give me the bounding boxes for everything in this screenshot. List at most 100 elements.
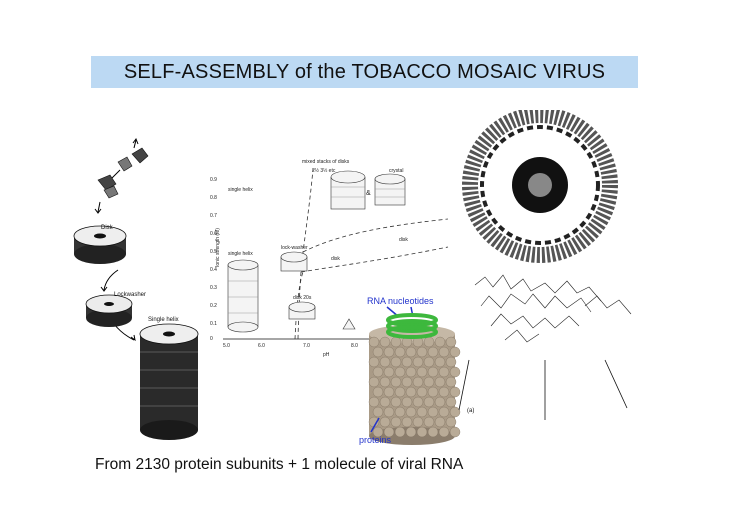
protein-subunit-bead — [394, 406, 406, 418]
leader-lines — [458, 359, 628, 420]
protein-subunit-bead — [427, 386, 439, 398]
protein-subunit-bead — [401, 356, 413, 368]
protein-subunit-bead — [416, 386, 428, 398]
y-tick-label: 0 — [210, 336, 213, 342]
protein-subunit-bead — [394, 346, 406, 358]
protein-subunit-bead — [449, 346, 461, 358]
protein-subunit-bead — [445, 336, 457, 348]
protein-subunit-bead — [383, 346, 395, 358]
protein-subunit-bead — [427, 426, 439, 438]
protein-subunit-bead — [405, 406, 417, 418]
protein-subunit-bead — [390, 416, 402, 428]
protein-subunit-bead — [383, 406, 395, 418]
x-tick-label: 7.0 — [303, 343, 310, 349]
disk-drawing — [73, 225, 127, 264]
rna-helix — [386, 313, 438, 339]
protein-subunit-bead — [445, 396, 457, 408]
protein-subunit-bead — [423, 336, 435, 348]
region-label: disk — [399, 237, 408, 243]
region-label: lock-washer — [281, 245, 308, 251]
y-tick-label: 0.2 — [210, 303, 217, 309]
protein-subunit-bead — [401, 396, 413, 408]
protein-subunit-bead — [416, 366, 428, 378]
protein-subunit-bead — [416, 346, 428, 358]
region-label: single helix — [228, 187, 253, 193]
virus-rod-model: RNA nucleotides proteins — [359, 296, 461, 445]
phase-structure-stripes — [228, 186, 405, 314]
protein-subunit-bead — [438, 366, 450, 378]
protein-subunit-bead — [434, 376, 446, 388]
label-ampersand: & — [366, 190, 371, 197]
lockwasher-drawing — [85, 294, 133, 327]
protein-subunit-bead — [390, 356, 402, 368]
protein-subunit-bead — [423, 376, 435, 388]
protein-subunit-bead — [383, 366, 395, 378]
protein-subunit-bead — [449, 426, 461, 438]
label-single-helix: Single helix — [148, 317, 179, 323]
protein-subunit-bead — [372, 406, 384, 418]
protein-subunit-bead — [368, 356, 380, 368]
protein-subunit-bead — [394, 386, 406, 398]
protein-subunit-bead — [401, 376, 413, 388]
x-axis-label: pH — [323, 352, 330, 357]
label-disk: Disk — [101, 225, 114, 231]
protein-subunit-bead — [379, 396, 391, 408]
protein-subunit-bead — [390, 336, 402, 348]
assembly-sequence-figure: Disk Lockwasher Single helix — [73, 137, 199, 440]
protein-subunit-beads — [368, 336, 461, 438]
single-helix-drawing — [139, 323, 199, 440]
protein-subunit-bead — [368, 396, 380, 408]
x-tick-label: 5.0 — [223, 343, 230, 349]
protein-subunit-bead — [390, 376, 402, 388]
y-tick-label: 0.9 — [210, 177, 217, 183]
protein-subunit-bead — [423, 396, 435, 408]
assembly-arrows — [94, 137, 139, 342]
protein-subunit-bead — [401, 416, 413, 428]
y-tick-label: 0.3 — [210, 285, 217, 291]
protein-subunit-bead — [368, 336, 380, 348]
protein-subunit-bead — [379, 336, 391, 348]
protein-subunit-bead — [412, 416, 424, 428]
region-label: single helix — [228, 251, 253, 257]
y-axis-label: Ionic strength (M) — [215, 228, 221, 267]
protein-subunit-bead — [372, 346, 384, 358]
protein-subunit-bead — [438, 386, 450, 398]
protein-subunit-bead — [423, 356, 435, 368]
label-lockwasher: Lockwasher — [114, 292, 146, 298]
protein-subunit-bead — [434, 396, 446, 408]
protein-subunit-bead — [383, 426, 395, 438]
y-tick-label: 0.8 — [210, 195, 217, 201]
protein-subunit-bead — [372, 366, 384, 378]
protein-subunit-bead — [372, 386, 384, 398]
protein-subunit-bead — [412, 376, 424, 388]
protein-subunit-bead — [434, 356, 446, 368]
protein-subunit-bead — [405, 366, 417, 378]
protein-subunit-bead — [379, 416, 391, 428]
protein-subunit-bead — [449, 386, 461, 398]
protein-subunit-bead — [379, 376, 391, 388]
label-mixed-stacks-sub: 2½ 3½ etc — [312, 167, 336, 174]
protein-subunit-bead — [416, 426, 428, 438]
protein-subunit-bead — [427, 346, 439, 358]
x-tick-label: 8.0 — [351, 343, 358, 349]
protein-subunit-bead — [416, 406, 428, 418]
protein-subunit-bead — [449, 366, 461, 378]
protein-subunit-bead — [379, 356, 391, 368]
protein-subunit-bead — [445, 416, 457, 428]
protein-subunit-bead — [445, 356, 457, 368]
y-tick-label: 0.1 — [210, 321, 217, 327]
protein-subunit-bead — [372, 426, 384, 438]
protein-subunit-bead — [438, 406, 450, 418]
x-tick-labels: 5.0 6.0 7.0 8.0 — [223, 343, 358, 349]
y-tick-labels: 0.9 0.8 0.7 0.6 0.5 0.4 0.3 0.2 0.1 0 — [210, 177, 217, 342]
protein-subunit-bead — [449, 406, 461, 418]
y-tick-label: 0.7 — [210, 213, 217, 219]
protein-subunit-bead — [412, 356, 424, 368]
label-crystal: crystal — [389, 168, 403, 174]
y-tick-label: 0.5 — [210, 249, 217, 255]
proteins-pointer-arrow — [370, 417, 380, 433]
protein-subunit-bead — [423, 416, 435, 428]
protein-subunit-bead — [405, 426, 417, 438]
slide-caption: From 2130 protein subunits + 1 molecule … — [95, 456, 464, 473]
slide-title: SELF-ASSEMBLY of the TOBACCO MOSAIC VIRU… — [123, 61, 606, 83]
